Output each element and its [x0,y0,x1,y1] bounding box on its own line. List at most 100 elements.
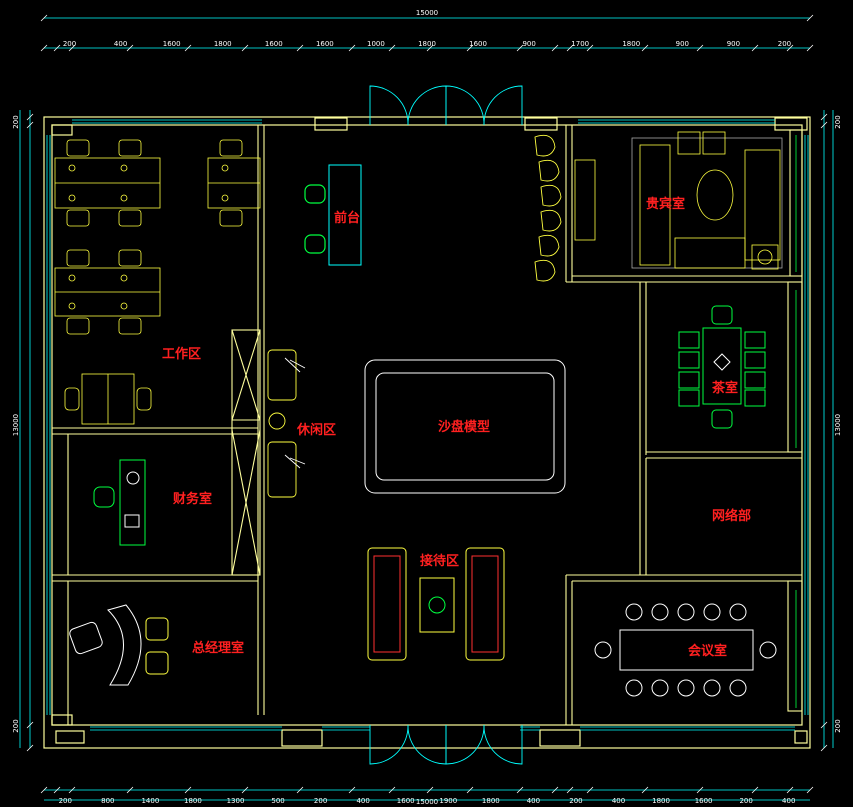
desk-lamp [68,194,76,202]
dimension-tick [586,44,594,52]
dimension-tick [586,786,594,794]
office-chair [118,139,142,157]
desk-lamp [221,194,229,202]
dimension-tick [68,786,76,794]
dimension-label: 1400 [141,797,159,805]
label-gm-office: 总经理室 [192,640,244,656]
dimension-tick [820,744,828,752]
windows [46,119,809,731]
dimension-tick [348,786,356,794]
dimension-tick [388,44,396,52]
meeting-chair [677,679,695,697]
dimension-tick [820,113,828,121]
dimension-tick [551,44,559,52]
desk-lamp [120,164,128,172]
total-width-bottom: 15000 [416,798,438,806]
dimension-tick [68,44,76,52]
dimension-label: 13000 [12,414,20,436]
dimension-label: 200 [59,797,72,805]
total-width-top: 15000 [416,9,438,17]
dimension-tick [296,786,304,794]
dimension-tick [566,786,574,794]
dimension-label: 13000 [834,414,842,436]
dimension-tick [466,44,474,52]
reception-desk [304,164,362,266]
dimension-tick [40,44,48,52]
dimension-tick [696,786,704,794]
dimension-label: 1600 [163,40,181,48]
dimension-tick [126,44,134,52]
room-labels: 前台 贵宾室 工作区 休闲区 沙盘模型 茶室 财务室 网络部 接待区 会议室 总… [162,196,751,659]
dimension-label: 1800 [652,797,670,805]
meeting-chair [625,679,643,697]
work-table [64,373,152,425]
meeting-chair [651,679,669,697]
dimension-ticks [26,14,828,794]
dimension-tick [426,786,434,794]
label-waiting: 接待区 [420,553,459,569]
label-vip-room: 贵宾室 [646,196,685,212]
dimension-label: 1800 [622,40,640,48]
dimension-label: 1600 [469,40,487,48]
dimension-tick [551,786,559,794]
dimension-label: 1600 [695,797,713,805]
dimension-tick [641,786,649,794]
lounge-chair [540,184,562,207]
workstations [54,139,261,335]
dimension-label: 200 [834,115,842,128]
dimension-tick [426,44,434,52]
desk-lamp [68,164,76,172]
dimension-tick [126,786,134,794]
dimension-tick [26,121,34,129]
dimension-tick [184,786,192,794]
dimension-label: 1600 [316,40,334,48]
office-chair [66,317,90,335]
label-leisure: 休闲区 [296,422,336,438]
dimension-label: 1000 [367,40,385,48]
dimension-lines [19,17,834,801]
dimension-label: 400 [782,797,795,805]
label-sandtable: 沙盘模型 [438,419,490,435]
dimension-tick [388,786,396,794]
dimension-label: 1600 [265,40,283,48]
office-chair [118,249,142,267]
dimension-tick [40,14,48,22]
dimension-label: 200 [12,719,20,732]
finance-office-furniture [93,459,146,546]
waiting-area-furniture [367,547,505,661]
lounge-chair [538,159,560,182]
dimension-tick [466,786,474,794]
dimension-tick [516,786,524,794]
dimension-label: 200 [834,719,842,732]
dimension-label: 200 [314,797,327,805]
meeting-room-furniture [594,603,777,697]
dimension-label: 1600 [397,797,415,805]
dimension-tick [40,786,48,794]
office-chair [219,209,243,227]
dimension-tick [641,44,649,52]
dimension-tick [786,44,794,52]
dimension-label: 500 [271,797,284,805]
meeting-chair [625,603,643,621]
entrance-door-top [369,85,523,126]
dimension-label: 1800 [214,40,232,48]
sandtable-model [364,359,566,494]
desk-lamp [120,274,128,282]
dimension-label: 200 [569,797,582,805]
leisure-furniture [267,349,306,498]
dimension-label: 900 [727,40,740,48]
office-chair [118,317,142,335]
dimension-tick [296,44,304,52]
lounge-chair [534,134,556,157]
vip-room-furniture [574,131,783,270]
dimension-label: 200 [12,115,20,128]
dimension-tick [241,786,249,794]
dimension-label: 1300 [227,797,245,805]
gm-office-furniture [69,604,169,686]
lounge-chair [538,234,560,257]
vip-curved-chairs [534,134,562,282]
tea-room-furniture [678,305,766,429]
dimension-tick [566,44,574,52]
